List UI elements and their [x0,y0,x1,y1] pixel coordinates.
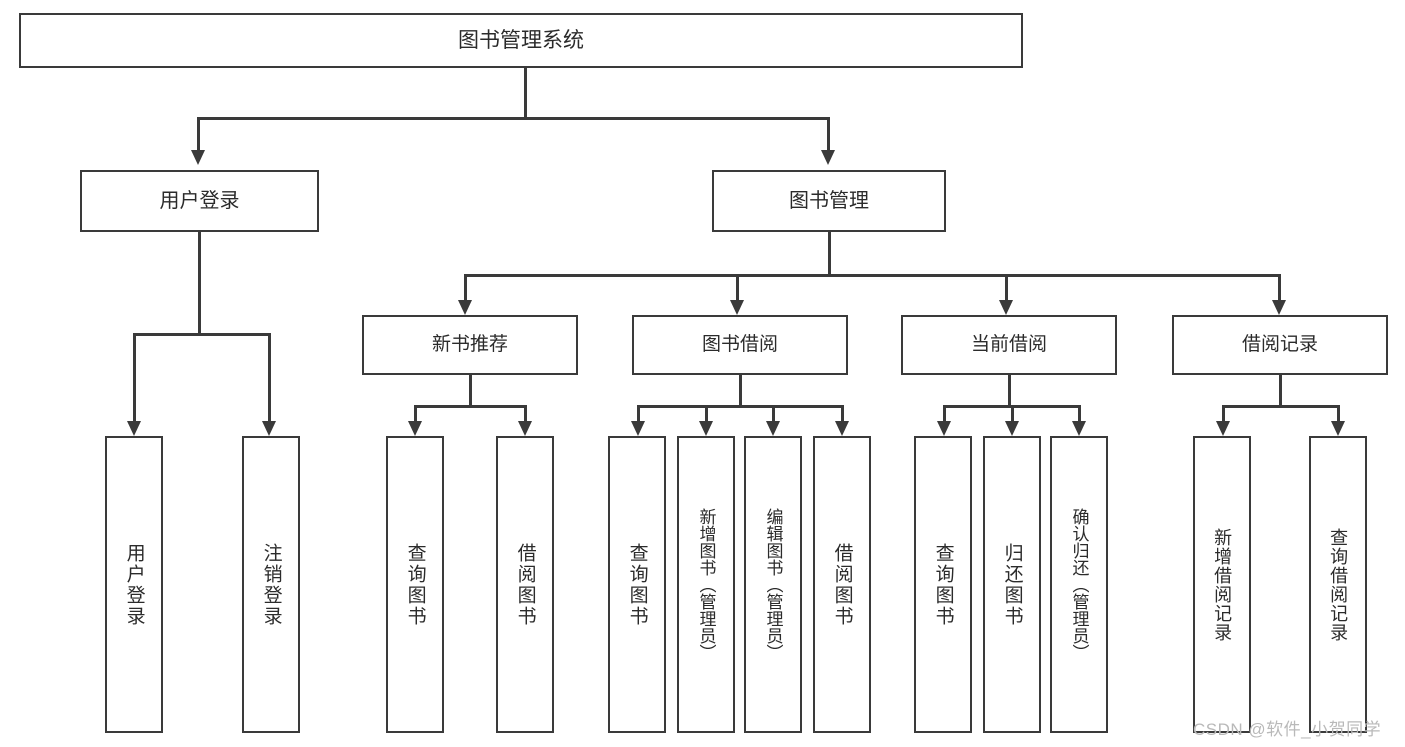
leaf-user-login-logout[interactable]: 注销登录 [242,436,300,733]
leaf-borrow-record-add-record[interactable]: 新增借阅记录 [1193,436,1251,733]
leaf-book-borrow-query-books[interactable]: 查询图书 [608,436,666,733]
edge-root-bus [197,117,830,120]
leaf-book-borrow-add-book[interactable]: 新增图书（管理员） [677,436,735,733]
leaf-label: 查询借阅记录 [1328,527,1349,642]
edge-current-borrow-leaf-3 [1078,405,1081,421]
arrowhead-leaf-borrow-record-1 [1216,421,1230,436]
leaf-current-borrow-query-books[interactable]: 查询图书 [914,436,972,733]
edge-current-borrow-stem [1008,375,1011,405]
edge-book-borrow-leaf-3 [772,405,775,421]
leaf-new-book-query-books[interactable]: 查询图书 [386,436,444,733]
edge-root-to-book-mgmt [827,117,830,150]
leaf-label: 查询图书 [932,542,954,627]
arrowhead-borrow-record [1272,300,1286,315]
edge-new-book-stem [469,375,472,405]
node-current-borrow[interactable]: 当前借阅 [901,315,1117,375]
leaf-new-book-borrow-books[interactable]: 借阅图书 [496,436,554,733]
edge-new-book-leaf-2 [524,405,527,421]
leaf-label: 查询图书 [626,542,648,627]
leaf-label: 新增借阅记录 [1212,527,1233,642]
leaf-book-borrow-borrow-book[interactable]: 借阅图书 [813,436,871,733]
edge-book-mgmt-child-1 [464,274,467,300]
edge-book-mgmt-child-3 [1005,274,1008,300]
edge-new-book-leaf-1 [414,405,417,421]
node-root-system[interactable]: 图书管理系统 [19,13,1023,68]
edge-current-borrow-leaf-1 [943,405,946,421]
arrowhead-leaf-book-borrow-3 [766,421,780,436]
arrowhead-leaf-book-borrow-1 [631,421,645,436]
node-book-borrow[interactable]: 图书借阅 [632,315,848,375]
leaf-label: 注销登录 [260,542,282,627]
leaf-label: 新增图书（管理员） [696,508,716,661]
edge-book-borrow-leaf-2 [705,405,708,421]
edge-borrow-record-leaf-2 [1337,405,1340,421]
edge-root-stem [524,68,527,117]
leaf-book-borrow-edit-book[interactable]: 编辑图书（管理员） [744,436,802,733]
leaf-label: 查询图书 [404,542,426,627]
edge-borrow-record-leaf-1 [1222,405,1225,421]
leaf-label: 编辑图书（管理员） [763,508,783,661]
edge-borrow-record-bus [1222,405,1339,408]
edge-root-to-user-login [197,117,200,150]
leaf-label: 借阅图书 [831,542,853,627]
edge-book-mgmt-bus [464,274,1280,277]
leaf-label: 归还图书 [1001,542,1023,627]
edge-book-mgmt-child-4 [1278,274,1281,300]
edge-new-book-bus [414,405,526,408]
leaf-current-borrow-confirm-return[interactable]: 确认归还（管理员） [1050,436,1108,733]
edge-book-borrow-stem [739,375,742,405]
leaf-current-borrow-return-books[interactable]: 归还图书 [983,436,1041,733]
csdn-watermark: CSDN @软件_小贺同学 [1193,720,1382,739]
arrowhead-leaf-new-book-2 [518,421,532,436]
edge-user-login-child-1 [133,333,136,421]
arrowhead-new-book-recommend [458,300,472,315]
edge-current-borrow-leaf-2 [1011,405,1014,421]
edge-book-borrow-leaf-4 [841,405,844,421]
arrowhead-leaf-current-borrow-3 [1072,421,1086,436]
arrowhead-leaf-new-book-1 [408,421,422,436]
edge-borrow-record-stem [1279,375,1282,405]
leaf-label: 借阅图书 [514,542,536,627]
arrowhead-user-login [191,150,205,165]
edge-book-mgmt-child-2 [736,274,739,300]
arrowhead-book-borrow [730,300,744,315]
edge-user-login-bus [133,333,268,336]
node-borrow-record[interactable]: 借阅记录 [1172,315,1388,375]
leaf-label: 用户登录 [123,542,145,627]
leaf-user-login-login[interactable]: 用户登录 [105,436,163,733]
arrowhead-leaf-current-borrow-1 [937,421,951,436]
arrowhead-leaf-user-login-2 [262,421,276,436]
arrowhead-current-borrow [999,300,1013,315]
edge-book-borrow-bus [637,405,843,408]
arrowhead-book-mgmt [821,150,835,165]
leaf-borrow-record-query-record[interactable]: 查询借阅记录 [1309,436,1367,733]
arrowhead-leaf-user-login-1 [127,421,141,436]
edge-book-borrow-leaf-1 [637,405,640,421]
edge-user-login-child-2 [268,333,271,421]
edge-user-login-stem [198,232,201,333]
arrowhead-leaf-book-borrow-2 [699,421,713,436]
arrowhead-leaf-book-borrow-4 [835,421,849,436]
node-new-book-recommend[interactable]: 新书推荐 [362,315,578,375]
node-user-login[interactable]: 用户登录 [80,170,319,232]
edge-book-mgmt-stem [828,232,831,274]
leaf-label: 确认归还（管理员） [1069,508,1089,661]
arrowhead-leaf-current-borrow-2 [1005,421,1019,436]
arrowhead-leaf-borrow-record-2 [1331,421,1345,436]
node-book-management[interactable]: 图书管理 [712,170,946,232]
